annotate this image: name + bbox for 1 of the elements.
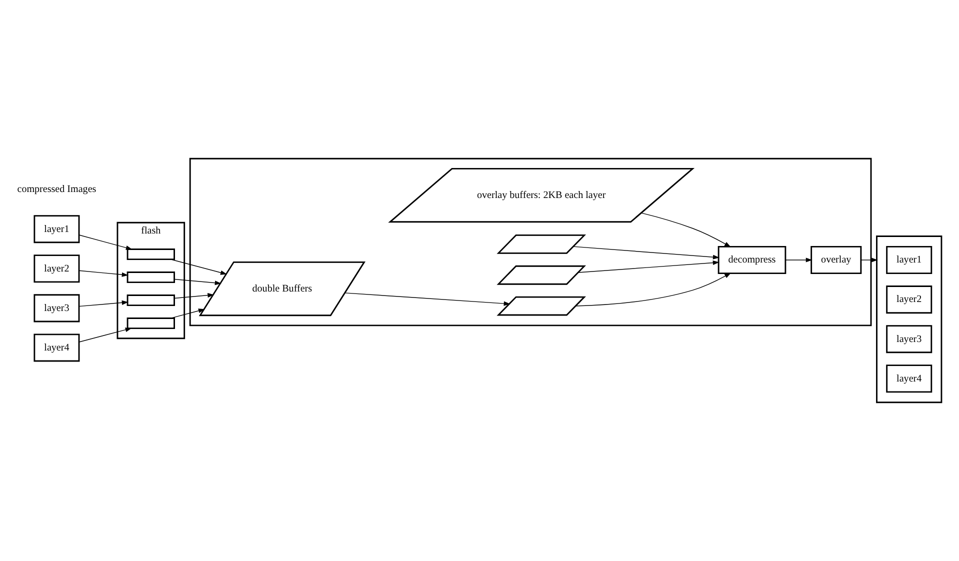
label: compressed Images xyxy=(17,184,96,196)
